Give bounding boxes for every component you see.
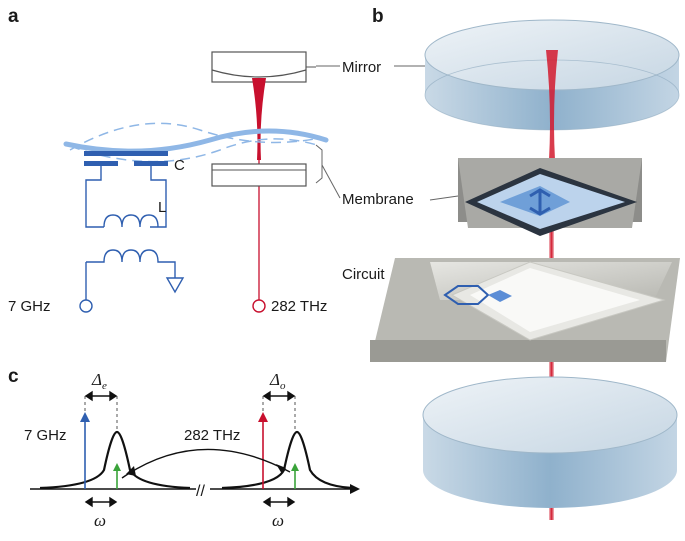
panel-b-rendering: Mirror Membrane Circuit: [342, 19, 680, 520]
optical-frequency-label: 282 THz: [271, 298, 327, 315]
bottom-mirror-schematic: [211, 163, 307, 187]
optical-beam-schematic: [252, 78, 266, 160]
optical-resonance-curve: [221, 430, 353, 490]
c-microwave-frequency-label: 7 GHz: [24, 427, 67, 444]
capacitor-bottom-plate-left: [84, 161, 118, 166]
capacitor-label: C: [174, 157, 185, 174]
capacitor-bottom-plate-right: [134, 161, 168, 166]
axis-arrowhead: [350, 484, 360, 494]
membrane-line: [63, 128, 329, 154]
delta-o-label: Δo: [269, 370, 286, 392]
delta-o-arrow: [262, 390, 296, 402]
panel-label-a: a: [8, 6, 19, 27]
optical-sideband: [291, 463, 299, 489]
membrane-mode-dashed: [69, 122, 321, 151]
laser-beam-upper: [546, 50, 558, 160]
delta-e-arrow: [84, 390, 118, 402]
conversion-arrow: [121, 448, 291, 479]
omega-right-label: ω: [272, 511, 284, 530]
circuit-label: Circuit: [342, 266, 385, 283]
membrane-label: Membrane: [342, 191, 414, 208]
axis-break-mark: //: [196, 483, 205, 500]
top-mirror-schematic: [211, 51, 316, 83]
microwave-port: [79, 299, 93, 313]
delta-e-label: Δe: [91, 370, 107, 392]
omega-left-label: ω: [94, 511, 106, 530]
mirror-label: Mirror: [342, 59, 381, 76]
panel-label-b: b: [372, 6, 384, 27]
microwave-sideband: [113, 463, 121, 489]
panel-label-c: c: [8, 366, 19, 387]
conversion-arrowhead-left: [126, 466, 136, 476]
optical-drive-tone: [258, 412, 268, 489]
lc-circuit-wiring: [85, 166, 185, 300]
c-optical-frequency-label: 282 THz: [184, 427, 240, 444]
microwave-frequency-label: 7 GHz: [8, 298, 51, 315]
conversion-arrowhead-right: [276, 464, 286, 474]
omega-right-arrow: [262, 496, 296, 508]
panel-c-spectrum: // Δe Δo: [24, 370, 360, 530]
microwave-resonance-curve: [39, 430, 191, 490]
membrane-mode-dashed-lower: [69, 138, 321, 163]
panel-a-schematic: C L 7 GHz 282 THz: [8, 51, 329, 315]
microwave-drive-tone: [80, 412, 90, 489]
bottom-mirror-3d: [422, 376, 678, 508]
inductor-label: L: [158, 199, 166, 216]
circuit-plate-3d: [370, 258, 680, 362]
optical-port: [252, 299, 266, 313]
omega-left-arrow: [84, 496, 118, 508]
capacitor-top-plate: [84, 151, 168, 156]
membrane-chip-3d: [458, 158, 642, 236]
